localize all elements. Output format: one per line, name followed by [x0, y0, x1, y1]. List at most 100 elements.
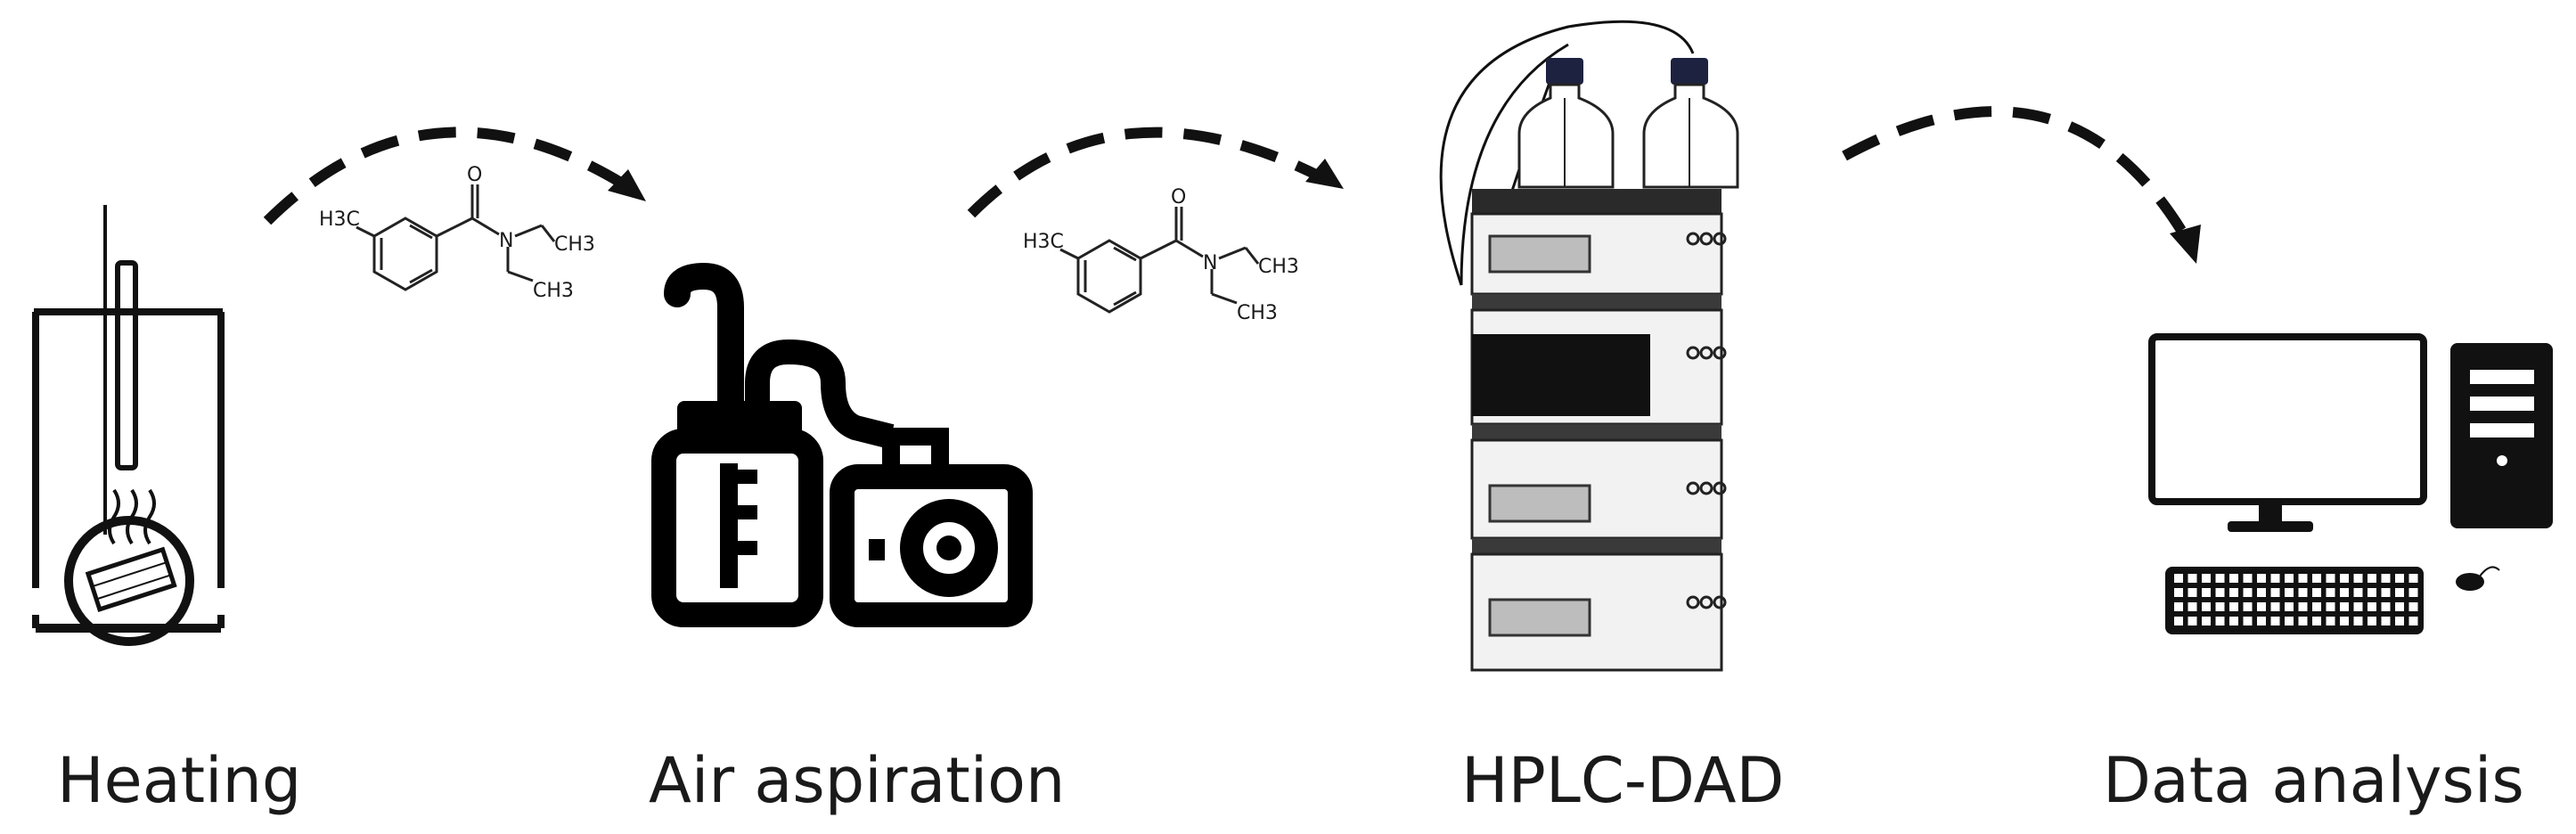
keyboard-icon: [2165, 567, 2424, 634]
keyboard-key: [2298, 574, 2308, 583]
keyboard-key: [2326, 588, 2335, 597]
keyboard-key: [2395, 617, 2404, 626]
keyboard-key: [2229, 574, 2238, 583]
keyboard-key: [2312, 588, 2321, 597]
solvent-bottle-icon: [1517, 58, 1615, 189]
mouse-icon: [2456, 566, 2500, 591]
keyboard-key: [2270, 617, 2280, 626]
keyboard-key: [2298, 617, 2308, 626]
keyboard-key: [2215, 602, 2225, 611]
keyboard-key: [2312, 574, 2321, 583]
keyboard-key: [2202, 588, 2211, 597]
keyboard-key: [2257, 602, 2266, 611]
step-label-hplc-dad: HPLC-DAD: [1461, 744, 1785, 817]
keyboard-key: [2285, 617, 2294, 626]
keyboard-key: [2174, 617, 2183, 626]
solvent-bottle-icon: [1642, 58, 1739, 189]
keyboard-key: [2215, 574, 2225, 583]
keyboard-key: [2202, 574, 2211, 583]
ethyl-label: CH3: [1237, 302, 1278, 324]
keyboard-key: [2243, 602, 2253, 611]
keyboard-key: [2188, 602, 2197, 611]
keyboard-key: [2188, 574, 2197, 583]
keyboard-key: [2243, 588, 2253, 597]
keyboard-key: [2326, 617, 2335, 626]
heat-fumes-icon: [108, 488, 156, 545]
heating-apparatus-icon: [32, 205, 225, 646]
keyboard-key: [2326, 574, 2335, 583]
dashed-arrow: [1842, 106, 2201, 264]
keyboard-key: [2381, 617, 2391, 626]
ethyl-label: CH3: [1258, 256, 1299, 278]
keyboard-key: [2188, 588, 2197, 597]
keyboard-key: [2381, 574, 2391, 583]
keyboard-key: [2174, 602, 2183, 611]
keyboard-key: [2408, 574, 2418, 583]
keyboard-key: [2395, 602, 2404, 611]
keyboard-key: [2285, 602, 2294, 611]
keyboard-key: [2188, 617, 2197, 626]
keyboard-key: [2270, 574, 2280, 583]
keyboard-key: [2340, 588, 2349, 597]
keyboard-key: [2353, 602, 2363, 611]
keyboard-key: [2257, 588, 2266, 597]
keyboard-key: [2326, 602, 2335, 611]
keyboard-key: [2174, 574, 2183, 583]
keyboard-key: [2381, 588, 2391, 597]
ethyl-label: CH3: [554, 233, 595, 256]
keyboard-key: [2353, 617, 2363, 626]
keyboard-key: [2202, 602, 2211, 611]
keyboard-key: [2243, 617, 2253, 626]
keyboard-key: [2353, 574, 2363, 583]
keyboard-key: [2229, 617, 2238, 626]
keyboard-key: [2257, 574, 2266, 583]
sample-plate-icon: [85, 546, 177, 613]
keyboard-key: [2395, 588, 2404, 597]
keyboard-key: [2285, 574, 2294, 583]
step-label-data-analysis: Data analysis: [2103, 744, 2524, 817]
keyboard-key: [2229, 602, 2238, 611]
keyboard-key: [2312, 617, 2321, 626]
keyboard-key: [2367, 617, 2376, 626]
nitrogen-label: N: [1203, 252, 1217, 274]
keyboard-key: [2340, 574, 2349, 583]
keyboard-key: [2215, 588, 2225, 597]
hplc-instrument-icon: [1439, 20, 1739, 672]
keyboard-key: [2215, 617, 2225, 626]
keyboard-key: [2353, 588, 2363, 597]
oxygen-label: O: [467, 164, 482, 186]
keyboard-key: [2395, 574, 2404, 583]
methyl-label: H3C: [319, 208, 360, 231]
keyboard-key: [2408, 617, 2418, 626]
keyboard-key: [2312, 602, 2321, 611]
keyboard-key: [2340, 617, 2349, 626]
keyboard-key: [2408, 602, 2418, 611]
keyboard-key: [2298, 602, 2308, 611]
step-label-heating: Heating: [57, 744, 302, 817]
keyboard-key: [2229, 588, 2238, 597]
keyboard-key: [2243, 574, 2253, 583]
keyboard-key: [2367, 588, 2376, 597]
keyboard-key: [2202, 617, 2211, 626]
oxygen-label: O: [1171, 186, 1186, 208]
keyboard-key: [2408, 588, 2418, 597]
ethyl-label: CH3: [533, 280, 574, 302]
keyboard-key: [2285, 588, 2294, 597]
nitrogen-label: N: [499, 230, 513, 252]
keyboard-key: [2340, 602, 2349, 611]
dashed-arrow: [263, 127, 646, 225]
keyboard-key: [2298, 588, 2308, 597]
keyboard-key: [2367, 574, 2376, 583]
dashed-arrow: [967, 127, 1344, 218]
air-aspiration-pump-icon: [651, 262, 1033, 627]
deet-molecule: H3C O N CH3 CH3: [319, 164, 595, 302]
keyboard-key: [2381, 602, 2391, 611]
keyboard-key: [2367, 602, 2376, 611]
computer-workstation-icon: [2148, 333, 2553, 634]
keyboard-key: [2174, 588, 2183, 597]
step-label-air-aspiration: Air aspiration: [649, 744, 1066, 817]
methyl-label: H3C: [1023, 231, 1064, 253]
keyboard-key: [2270, 588, 2280, 597]
keyboard-key: [2270, 602, 2280, 611]
